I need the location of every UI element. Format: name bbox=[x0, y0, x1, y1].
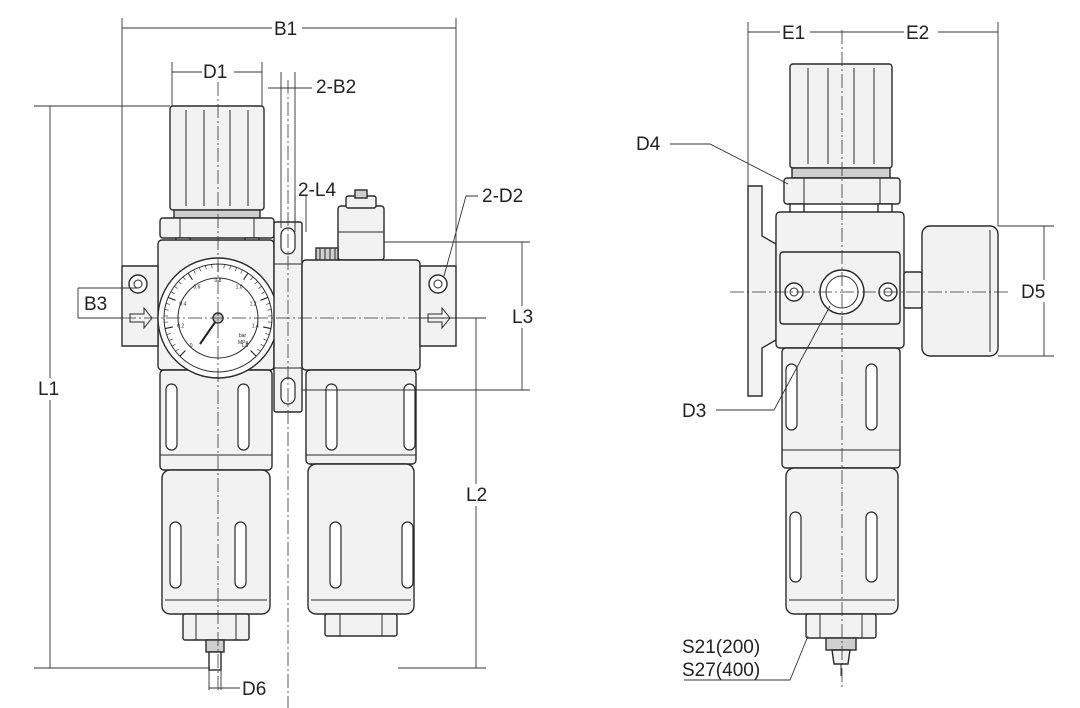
gauge-tick bbox=[175, 348, 179, 352]
label-d6: D6 bbox=[242, 679, 266, 700]
oil-fill-plug bbox=[315, 189, 385, 263]
dimension-d6: D6 bbox=[208, 670, 266, 700]
gauge-tick bbox=[229, 265, 231, 270]
label-d1: D1 bbox=[203, 62, 227, 83]
dimension-d3: D3 bbox=[682, 305, 831, 422]
dimension-l1: L1 bbox=[34, 105, 210, 669]
side-lower-body bbox=[781, 347, 901, 469]
gauge-tick bbox=[263, 326, 272, 330]
dimension-l3: L3 bbox=[302, 241, 542, 391]
gauge-scale-label: 1.4 bbox=[252, 323, 259, 329]
dimension-d5: D5 bbox=[998, 225, 1058, 357]
gauge-scale-label: 1.0 bbox=[236, 284, 243, 290]
label-2-d2: 2-D2 bbox=[482, 186, 523, 207]
gauge-scale-label: 0.6 bbox=[193, 284, 200, 290]
dimension-l2: L2 bbox=[398, 317, 494, 669]
gauge-tick bbox=[265, 333, 270, 335]
gauge-tick bbox=[193, 269, 196, 274]
dimension-d1: D1 bbox=[171, 60, 263, 106]
label-s21: S21(200) bbox=[682, 637, 760, 658]
gauge-tick bbox=[164, 326, 173, 330]
label-d3: D3 bbox=[682, 401, 706, 422]
gauge-tick bbox=[235, 267, 237, 272]
gauge-tick bbox=[266, 303, 271, 305]
gauge-tick bbox=[205, 265, 207, 270]
label-l1: L1 bbox=[38, 379, 59, 400]
gauge-scale-label: 0.2 bbox=[177, 323, 184, 329]
regulator-knob bbox=[169, 105, 265, 219]
mounting-bracket bbox=[747, 185, 777, 397]
gauge-scale-label: 1.2 bbox=[250, 301, 257, 307]
gauge-tick bbox=[174, 286, 178, 289]
gauge-tick bbox=[165, 303, 170, 305]
side-view: E1 E2 D4 D5 D3 S21(200) S27(400) bbox=[636, 22, 1058, 690]
gauge-unit-bottom: MPa bbox=[238, 340, 249, 346]
dimension-b1: B1 bbox=[121, 18, 457, 266]
gauge-ticks: 00.20.40.60.81.01.21.41.6 bbox=[164, 264, 272, 357]
label-b3: B3 bbox=[84, 294, 107, 315]
gauge-scale-label: 0.4 bbox=[179, 301, 186, 307]
gauge-tick bbox=[254, 281, 258, 285]
outlet-port-right bbox=[419, 265, 457, 347]
gauge-tick bbox=[170, 291, 175, 294]
side-pressure-gauge bbox=[903, 225, 999, 357]
gauge-unit-top: bar bbox=[239, 333, 247, 339]
gauge-tick bbox=[166, 333, 171, 335]
lubricator-body bbox=[301, 259, 421, 465]
gauge-tick bbox=[187, 272, 193, 281]
side-body bbox=[775, 211, 905, 349]
gauge-tick bbox=[178, 281, 182, 285]
gauge-tick bbox=[240, 269, 243, 274]
gauge-tick bbox=[167, 296, 176, 301]
dimension-2-b2: 2-B2 bbox=[268, 72, 356, 228]
label-e1: E1 bbox=[782, 23, 805, 44]
gauge-tick bbox=[182, 276, 186, 281]
label-d5: D5 bbox=[1021, 282, 1045, 303]
dimension-b3: B3 bbox=[77, 287, 138, 319]
dimension-s21-s27: S21(200) S27(400) bbox=[682, 635, 809, 681]
gauge-tick bbox=[179, 350, 186, 357]
dimension-2-d2: 2-D2 bbox=[443, 186, 523, 277]
gauge-tick bbox=[260, 296, 269, 301]
dimension-2-l4: 2-L4 bbox=[294, 180, 336, 232]
gauge-tick bbox=[199, 267, 201, 272]
gauge-tick bbox=[257, 348, 261, 352]
gauge-tick bbox=[250, 350, 257, 357]
label-e2: E2 bbox=[906, 23, 929, 44]
label-b1: B1 bbox=[274, 19, 297, 40]
label-2-l4: 2-L4 bbox=[298, 180, 336, 201]
inlet-port-left bbox=[121, 265, 159, 347]
front-view: 00.20.40.60.81.01.21.41.6 bar MPa bbox=[34, 18, 542, 708]
label-l2: L2 bbox=[466, 485, 487, 506]
gauge-tick bbox=[263, 338, 268, 341]
gauge-scale-label: 0 bbox=[190, 343, 193, 349]
gauge-tick bbox=[261, 291, 266, 294]
gauge-tick bbox=[267, 309, 272, 311]
filter-bowl-left bbox=[161, 469, 271, 671]
lubricator-bowl bbox=[307, 463, 415, 637]
gauge-tick bbox=[258, 286, 262, 289]
label-d4: D4 bbox=[636, 134, 661, 155]
gauge-scale-label: 1.6 bbox=[241, 343, 248, 349]
label-2-b2: 2-B2 bbox=[316, 77, 356, 98]
gauge-tick bbox=[250, 276, 254, 281]
gauge-tick bbox=[260, 343, 265, 347]
dimension-e1-e2: E1 E2 bbox=[747, 22, 999, 226]
gauge-tick bbox=[164, 309, 169, 311]
label-l3: L3 bbox=[512, 307, 533, 328]
gauge-tick bbox=[171, 343, 176, 347]
gauge-tick bbox=[243, 272, 249, 281]
side-regulator-knob bbox=[789, 63, 893, 179]
gauge-tick bbox=[168, 338, 173, 341]
label-s27: S27(400) bbox=[682, 660, 760, 681]
dimension-d4: D4 bbox=[636, 134, 789, 185]
